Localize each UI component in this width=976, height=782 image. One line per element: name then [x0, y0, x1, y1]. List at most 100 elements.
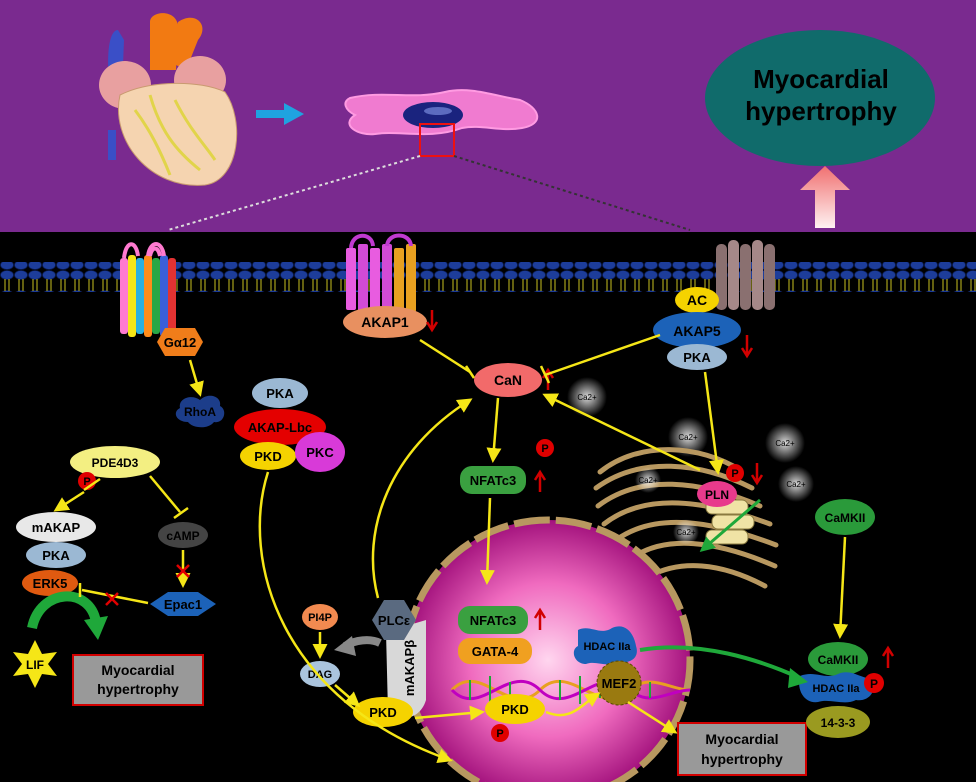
zoom-box [419, 123, 455, 157]
hdac-nuc-node: HDAC IIa [573, 626, 637, 665]
svg-text:MEF2: MEF2 [602, 676, 637, 691]
svg-text:PKA: PKA [683, 350, 711, 365]
camkii-right-node: CaMKII [808, 642, 868, 676]
cardiomyocyte-cell [344, 89, 539, 136]
zoom-line-left [167, 155, 421, 231]
ca-ion-2: Ca2+ [668, 417, 708, 457]
gpcr-receptor [120, 242, 176, 337]
svg-text:AKAP-Lbc: AKAP-Lbc [248, 420, 312, 435]
epac1-node: Epac1 [150, 592, 216, 616]
svg-text:P: P [870, 677, 878, 691]
outcome-box-left: Myocardial hypertrophy [72, 654, 204, 706]
svg-text:Ca2+: Ca2+ [577, 393, 597, 402]
galpha12-node: Gα12 [157, 328, 203, 356]
svg-text:HDAC IIa: HDAC IIa [812, 683, 860, 695]
makap-node: mAKAP [16, 512, 96, 542]
line-pde4d3-left [83, 477, 101, 492]
svg-text:Myocardial: Myocardial [705, 731, 778, 747]
arrow-can-nfatc3 [486, 397, 502, 463]
pka-lbc-node: PKA [252, 378, 308, 408]
gata4-node: GATA-4 [458, 638, 532, 664]
svg-text:mAKAP: mAKAP [32, 520, 81, 535]
pln-green-arrow [699, 498, 761, 552]
akap5-channel [716, 240, 775, 310]
arrow-nfatc3-nucleus [479, 497, 495, 585]
pka-top-node: PKA [667, 344, 727, 370]
green-curve-arrowhead [84, 616, 108, 640]
green-curve-arrow [27, 591, 101, 630]
p-pkd-nuc: P [491, 724, 509, 742]
pde4d3-node: PDE4D3 [70, 446, 160, 478]
arrow-pkd-pkdnuc [414, 705, 485, 721]
inhibit-akap5-can-bar [539, 365, 551, 384]
arrow-pkd-nucleus [258, 471, 453, 764]
inhibit-pde4d3-camp [149, 475, 181, 513]
nfatc3-nuc-up-arrow [533, 607, 547, 630]
svg-text:PKD: PKD [501, 702, 528, 717]
dna-helix [450, 676, 691, 704]
svg-text:PDE4D3: PDE4D3 [92, 456, 139, 470]
svg-text:Ca2+: Ca2+ [786, 480, 806, 489]
inhibit-akap1-can-bar [464, 365, 476, 379]
svg-text:NFATc3: NFATc3 [470, 613, 516, 628]
zoom-line-right [453, 155, 691, 231]
outcome-line2: hypertrophy [745, 96, 897, 126]
svg-text:NFATc3: NFATc3 [470, 473, 516, 488]
akap1-down-arrow [425, 310, 439, 333]
hdac-right-node: HDAC IIa [799, 672, 874, 703]
akap5-node: AKAP5 [653, 312, 741, 348]
svg-text:PI4P: PI4P [308, 612, 332, 624]
outcome-ellipse [705, 30, 935, 166]
svg-text:Ca2+: Ca2+ [638, 476, 658, 485]
ca-ion-4: Ca2+ [778, 466, 814, 502]
svg-text:Ca2+: Ca2+ [775, 439, 795, 448]
camkii-cyto-node: CaMKII [815, 499, 875, 535]
svg-text:hypertrophy: hypertrophy [97, 681, 179, 697]
pka-left-node: PKA [26, 542, 86, 568]
svg-text:cAMP: cAMP [166, 529, 199, 543]
svg-text:CaN: CaN [494, 372, 522, 388]
svg-text:GATA-4: GATA-4 [472, 644, 519, 659]
svg-text:AKAP1: AKAP1 [361, 314, 409, 330]
makapb-node: mAKAPβ [386, 620, 426, 718]
svg-text:P: P [731, 468, 738, 480]
arrow-pkdnuc-mef2 [545, 692, 601, 717]
p-hdac-right: P [864, 673, 884, 693]
ca-ion-5: Ca2+ [635, 467, 661, 493]
heart-icon [99, 13, 238, 186]
pi4p-node: PI4P [302, 604, 338, 630]
inhibit-pde4d3-camp-bar [173, 506, 189, 520]
green-export-arrow [639, 645, 801, 680]
plce-node: PLCε [372, 600, 416, 640]
pkd-nuc-node: PKD [485, 694, 545, 724]
mef2-node: MEF2 [596, 660, 642, 706]
svg-text:RhoA: RhoA [184, 405, 216, 419]
svg-text:Gα12: Gα12 [164, 335, 197, 350]
arrow-camkii-camkii [833, 536, 849, 639]
arrow-pln-can [542, 393, 701, 472]
svg-text:hypertrophy: hypertrophy [701, 751, 783, 767]
svg-text:LIF: LIF [26, 658, 44, 672]
rhoa-node: RhoA [175, 395, 225, 428]
svg-text:AKAP5: AKAP5 [673, 323, 721, 339]
nucleus [402, 516, 694, 782]
svg-text:Myocardial: Myocardial [101, 662, 174, 678]
progression-arrow [256, 103, 304, 125]
svg-text:Ca2+: Ca2+ [676, 528, 696, 537]
ca-ion-3: Ca2+ [765, 423, 805, 463]
nfatc3-node: NFATc3 [460, 466, 526, 494]
outcome-box-center: Myocardial hypertrophy [677, 722, 807, 776]
arrow-plce-can [371, 398, 473, 599]
svg-text:PKD: PKD [369, 705, 396, 720]
svg-text:CaMKII: CaMKII [825, 511, 866, 525]
grey-arrowhead [334, 636, 356, 656]
p-nfatc3: P [536, 439, 554, 457]
pln-node: PLN [697, 481, 737, 507]
svg-text:PKA: PKA [42, 548, 70, 563]
akap-lbc-node: AKAP-Lbc [234, 409, 326, 445]
svg-text:CaMKII: CaMKII [818, 653, 859, 667]
ac-node: AC [675, 287, 719, 313]
svg-text:PLN: PLN [705, 488, 729, 502]
svg-text:P: P [83, 476, 90, 488]
